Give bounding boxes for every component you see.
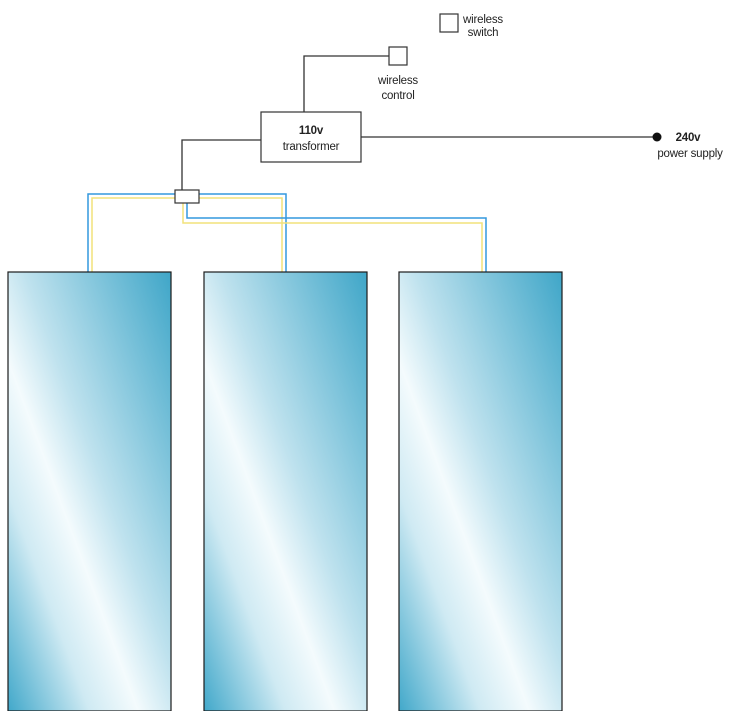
transformer-to-junction-wire xyxy=(181,139,261,190)
junction-box xyxy=(174,189,200,204)
yellow-wire-panel-1 xyxy=(91,197,175,272)
panel-wiring xyxy=(87,193,487,272)
transformer-box xyxy=(260,111,362,163)
power-supply-label-line2: power supply xyxy=(657,148,723,160)
wireless-switch: wireless switch xyxy=(439,13,504,39)
power-supply-terminal xyxy=(652,132,662,142)
wireless-control-box xyxy=(388,46,408,66)
heating-panel-2 xyxy=(203,271,368,711)
power-supply: 240v power supply xyxy=(361,132,723,160)
wireless-control: wireless control xyxy=(303,46,419,112)
transformer-label-line1: 110v xyxy=(299,125,324,137)
blue-wire-panel-3 xyxy=(186,203,487,272)
heating-panels xyxy=(7,271,563,711)
wireless-control-label-line1: wireless xyxy=(377,75,418,87)
transformer: 110v transformer xyxy=(260,111,362,163)
wireless-switch-box xyxy=(439,13,459,33)
heating-panel-1 xyxy=(7,271,172,711)
wireless-switch-label-line2: switch xyxy=(468,27,499,39)
wireless-switch-label-line1: wireless xyxy=(462,14,503,26)
blue-wire-panel-2 xyxy=(189,193,287,272)
heating-panel-3 xyxy=(398,271,563,711)
yellow-wire-panel-3 xyxy=(182,203,483,272)
yellow-wire-panel-2 xyxy=(189,197,283,272)
blue-wire-panel-1 xyxy=(87,193,175,272)
wireless-control-label-line2: control xyxy=(381,90,414,102)
power-supply-label-line1: 240v xyxy=(676,132,702,144)
transformer-label-line2: transformer xyxy=(283,141,340,153)
control-wire xyxy=(303,55,389,112)
